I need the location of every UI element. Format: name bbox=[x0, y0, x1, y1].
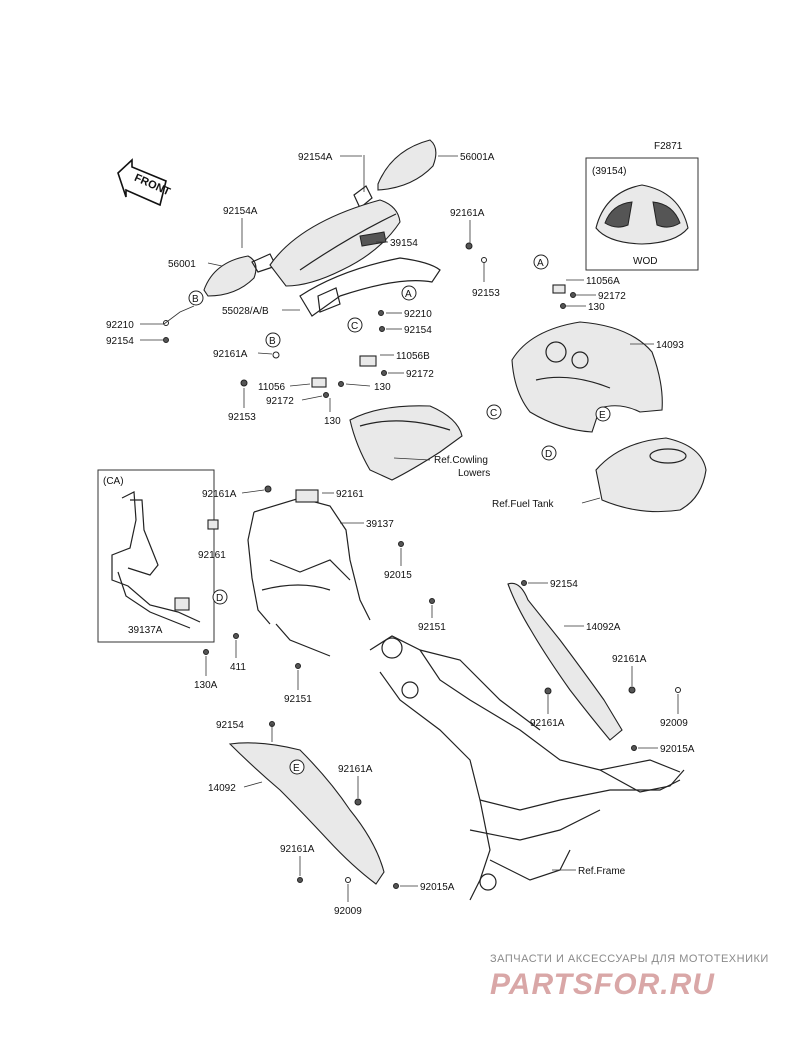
part-label: 92015A bbox=[660, 744, 695, 755]
part-label: 92151 bbox=[284, 694, 312, 705]
part-label: 11056A bbox=[586, 276, 620, 287]
side-cover-14092A bbox=[507, 580, 681, 751]
inset-top-label: (39154) bbox=[592, 166, 626, 177]
mirror-right bbox=[353, 139, 437, 209]
part-label: 11056 bbox=[258, 382, 286, 393]
callout-d-right: D bbox=[541, 445, 557, 461]
callout-d-left: D bbox=[212, 589, 228, 605]
watermark-tagline: ЗАПЧАСТИ И АКСЕССУАРЫ ДЛЯ МОТОТЕХНИКИ bbox=[490, 953, 769, 965]
inner-cowl-bracket bbox=[299, 257, 441, 317]
callout-e-right: E bbox=[595, 406, 611, 422]
part-label: 130A bbox=[194, 680, 218, 691]
upper-cowl bbox=[269, 199, 401, 287]
part-label: 92161A bbox=[338, 764, 373, 775]
part-label: 92009 bbox=[334, 906, 362, 917]
svg-text:C: C bbox=[490, 408, 497, 419]
cowling-lowers-part bbox=[349, 405, 463, 481]
reference-labels: Ref.Cowling Lowers Ref.Fuel Tank Ref.Fra… bbox=[434, 455, 626, 877]
windshield-inset: (39154) WOD bbox=[585, 157, 699, 271]
mirror-left bbox=[203, 253, 277, 297]
part-label: 56001 bbox=[168, 259, 196, 270]
part-label: 11056B bbox=[396, 351, 430, 362]
main-frame bbox=[369, 635, 685, 901]
svg-text:D: D bbox=[216, 593, 223, 604]
part-label: 92154 bbox=[106, 336, 134, 347]
ca-inset: (CA) 39137A bbox=[97, 469, 215, 643]
part-label: 92210 bbox=[106, 320, 134, 331]
fuel-tank-part bbox=[595, 437, 707, 513]
ref-cowling-line1: Ref.Cowling bbox=[434, 455, 488, 466]
part-label: 14092A bbox=[586, 622, 621, 633]
part-label: 130 bbox=[324, 416, 341, 427]
ref-cowling-line2: Lowers bbox=[458, 468, 490, 479]
figure-code: F2871 bbox=[654, 141, 683, 152]
callout-b-mid: B bbox=[265, 332, 281, 348]
svg-text:E: E bbox=[293, 763, 300, 774]
part-label: 92161A bbox=[530, 718, 565, 729]
part-label: 56001A bbox=[460, 152, 495, 163]
part-labels: 92154A 56001A 92154A 92161A 39154 56001 … bbox=[106, 152, 695, 917]
fasteners-top bbox=[163, 242, 576, 398]
part-label: 92161A bbox=[213, 349, 248, 360]
part-label: 92154A bbox=[223, 206, 258, 217]
part-label: 92161A bbox=[202, 489, 237, 500]
part-label: 92161 bbox=[198, 550, 226, 561]
part-label: 92154 bbox=[404, 325, 432, 336]
callout-a-top: A bbox=[401, 285, 417, 301]
inset-ca-part: 39137A bbox=[128, 625, 163, 636]
callout-c-right: C bbox=[486, 404, 502, 420]
svg-text:B: B bbox=[192, 294, 199, 305]
part-label: 92172 bbox=[406, 369, 434, 380]
part-label: 92172 bbox=[266, 396, 294, 407]
part-label: 92154A bbox=[298, 152, 333, 163]
leader-lines bbox=[140, 155, 679, 902]
watermark-brand: PARTSFOR.RU bbox=[490, 968, 715, 1001]
part-label: 130 bbox=[374, 382, 391, 393]
callout-b-left: B bbox=[188, 290, 204, 306]
svg-text:E: E bbox=[599, 410, 606, 421]
part-label: 92161A bbox=[450, 208, 485, 219]
part-label: 92009 bbox=[660, 718, 688, 729]
part-label: 92172 bbox=[598, 291, 626, 302]
frame-stay-39137 bbox=[203, 485, 435, 669]
inset-top-caption: WOD bbox=[633, 256, 657, 267]
front-arrow-icon: FRONT bbox=[117, 158, 172, 207]
part-label: 92151 bbox=[418, 622, 446, 633]
part-label: 14093 bbox=[656, 340, 684, 351]
part-label: 92153 bbox=[472, 288, 500, 299]
svg-text:A: A bbox=[405, 289, 412, 300]
part-label: 92154 bbox=[550, 579, 578, 590]
inset-ca-label: (CA) bbox=[103, 476, 124, 487]
part-label: 55028/A/B bbox=[222, 306, 269, 317]
svg-text:A: A bbox=[537, 258, 544, 269]
inner-panel-14093 bbox=[511, 321, 663, 433]
watermark: ЗАПЧАСТИ И АКСЕССУАРЫ ДЛЯ МОТОТЕХНИКИ PA… bbox=[490, 953, 769, 1001]
svg-text:B: B bbox=[269, 336, 276, 347]
part-label: 39137 bbox=[366, 519, 394, 530]
part-label: 14092 bbox=[208, 783, 236, 794]
part-label: 411 bbox=[230, 662, 246, 673]
part-label: 39154 bbox=[390, 238, 418, 249]
part-label: 92153 bbox=[228, 412, 256, 423]
side-cover-14092 bbox=[228, 721, 399, 889]
callout-e-left: E bbox=[289, 759, 305, 775]
part-label: 92015A bbox=[420, 882, 455, 893]
ref-fuel-tank: Ref.Fuel Tank bbox=[492, 499, 555, 510]
ref-frame: Ref.Frame bbox=[578, 866, 626, 877]
part-label: 92161 bbox=[336, 489, 364, 500]
part-label: 92161A bbox=[612, 654, 647, 665]
svg-text:D: D bbox=[545, 449, 552, 460]
part-label: 130 bbox=[588, 302, 605, 313]
part-label: 92210 bbox=[404, 309, 432, 320]
svg-text:C: C bbox=[351, 321, 358, 332]
callout-markers: A B B C A C E D D E bbox=[188, 254, 611, 775]
part-label: 92161A bbox=[280, 844, 315, 855]
callout-a-right: A bbox=[533, 254, 549, 270]
part-label: 92154 bbox=[216, 720, 244, 731]
callout-c-mid: C bbox=[347, 317, 363, 333]
part-label: 92015 bbox=[384, 570, 412, 581]
